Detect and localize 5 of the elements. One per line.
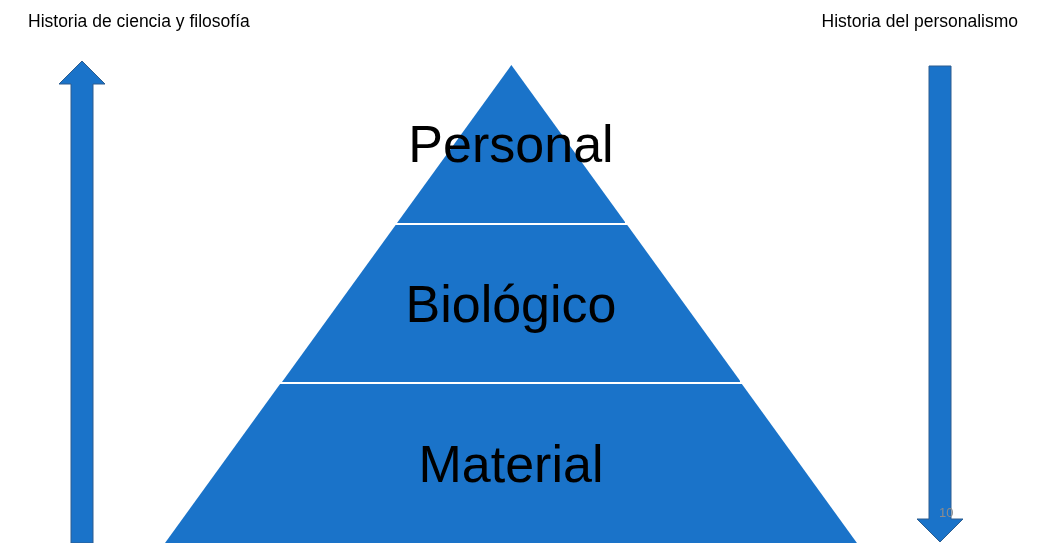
pyramid-tier	[281, 225, 741, 382]
caption-text: Historia del personalismo	[821, 13, 1018, 31]
pyramid-tier	[165, 384, 857, 543]
caption-text: Historia de ciencia y filosofía	[28, 13, 250, 31]
tier-label: Material	[418, 437, 604, 490]
